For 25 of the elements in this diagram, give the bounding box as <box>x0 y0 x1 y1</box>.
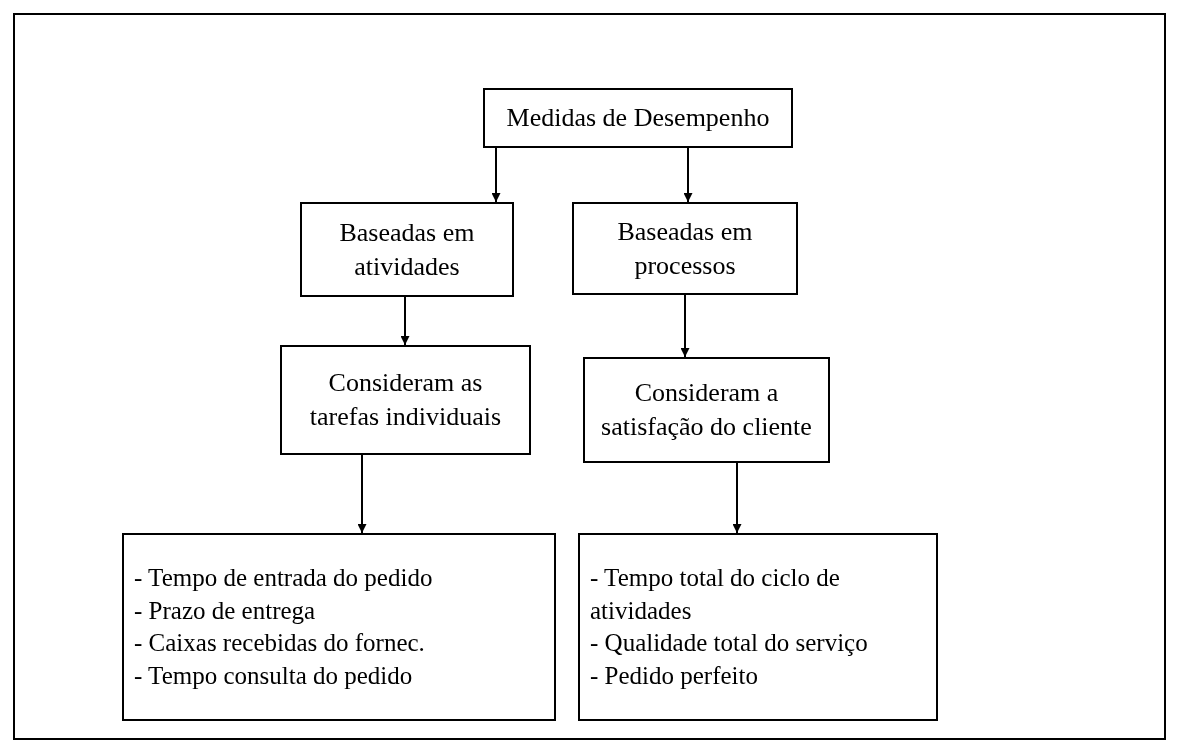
box-label: Baseadas em atividades <box>338 216 476 283</box>
list-item: - Tempo de entrada do pedido <box>134 563 433 593</box>
list-item: - Pedido perfeito <box>590 660 758 691</box>
process-box <box>280 345 531 455</box>
arrow <box>400 296 410 346</box>
list-box <box>578 533 938 721</box>
arrow <box>683 147 693 203</box>
list-item: - Qualidade total do serviço <box>590 628 868 658</box>
box-label: Consideram a satisfação do cliente <box>600 377 813 443</box>
list-item: - Tempo total do ciclo de atividades <box>590 563 841 626</box>
process-box <box>483 88 793 148</box>
process-box <box>583 357 830 463</box>
list-item: - Caixas recebidas do fornec. <box>134 628 425 658</box>
arrow <box>491 147 501 203</box>
box-label: Medidas de Desempenho <box>506 102 770 135</box>
box-label: Baseadas em processos <box>616 215 754 282</box>
process-box <box>572 202 798 295</box>
list-item: - Prazo de entrega <box>134 595 316 626</box>
list-item: - Tempo consulta do pedido <box>134 660 413 691</box>
process-box <box>300 202 514 297</box>
list-box <box>122 533 556 721</box>
arrow <box>680 294 690 358</box>
box-label: Consideram as tarefas individuais <box>308 367 503 433</box>
arrow <box>357 454 367 534</box>
arrow <box>732 462 742 534</box>
